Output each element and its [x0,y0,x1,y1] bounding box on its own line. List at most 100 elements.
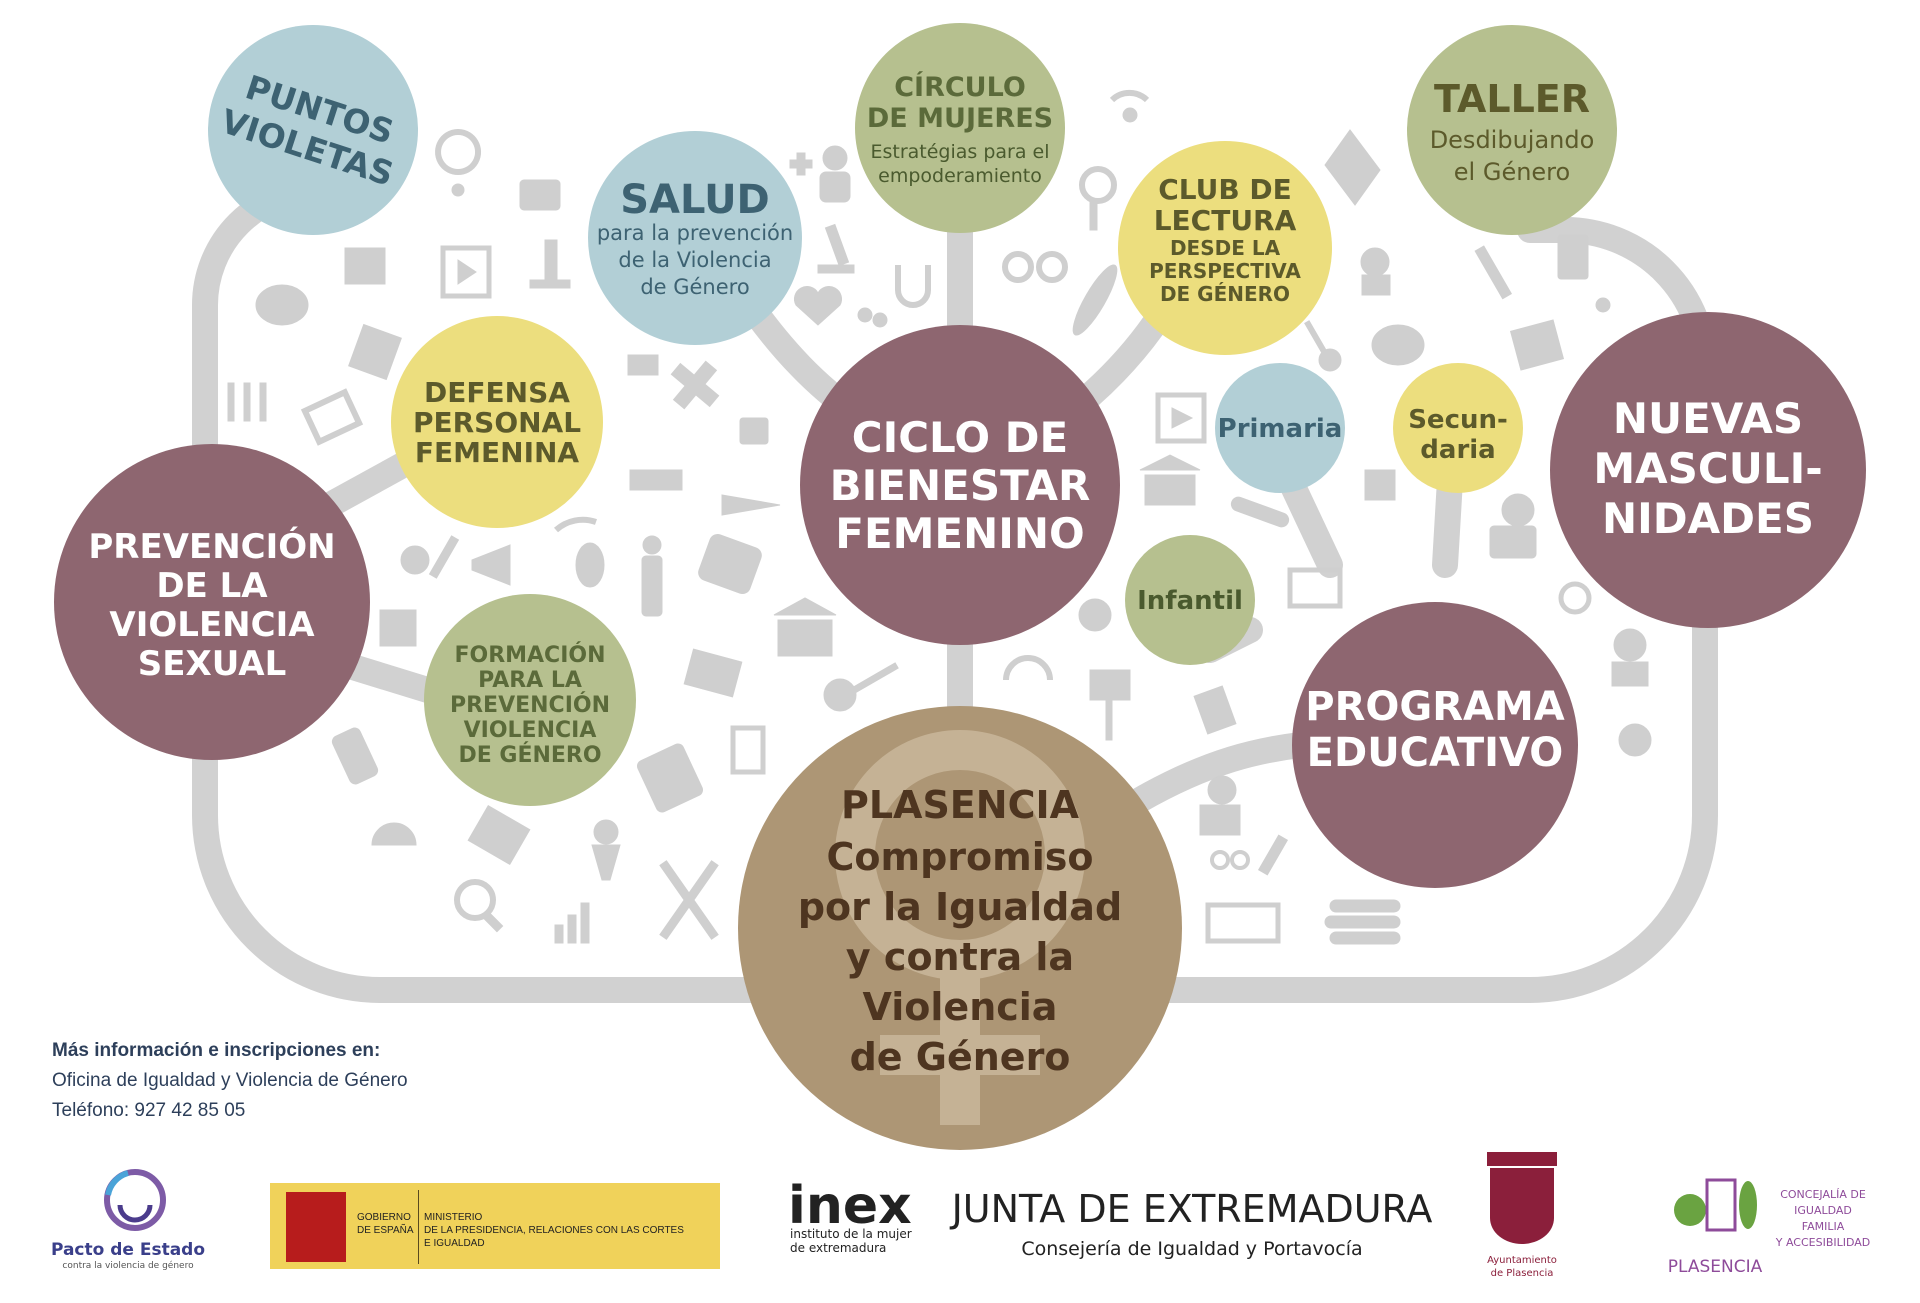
venus-symbol-icon [835,730,1085,1125]
guitar-icon [823,662,899,712]
logo-inex: inex instituto de la mujer de extremadur… [788,1176,912,1255]
paperclip-icon [1230,496,1290,528]
clock-icon [1558,581,1592,615]
heart-icon [793,285,843,326]
svg-text:Primaria: Primaria [1218,414,1343,444]
computer-user-icon [1489,493,1537,559]
megaphone-icon [471,544,511,586]
palette-icon [1371,324,1425,366]
svg-text:instituto de la mujer: instituto de la mujer [790,1227,912,1241]
magnifier-icon [1079,166,1117,231]
ticket-icon [467,804,531,866]
computer-icon [683,648,743,698]
svg-text:contra la violencia de género: contra la violencia de género [62,1260,194,1271]
museum-icon [1139,454,1201,506]
first-aid-kit-icon [519,179,561,211]
spray-bottle-icon [331,727,379,785]
circle-infantil: Infantil [1125,535,1255,665]
glasses-icon [1002,251,1068,283]
classroom-icon [1205,902,1281,944]
svg-text:SALUD: SALUD [620,177,770,223]
chat-bubble-icon [255,284,309,326]
stethoscope-icon [895,265,931,308]
contact-heading: Más información e inscripciones en: [52,1040,381,1061]
circle-secundaria: Secun-daria [1393,363,1523,493]
bar-chart-icon [554,902,590,944]
devices-icon [1193,685,1237,735]
logo-pacto-de-estado: Pacto de Estado contra la violencia de g… [51,1169,205,1271]
bed-icon [629,469,683,491]
easel-icon [1089,669,1131,741]
pencil-icon [1474,245,1513,300]
logout-icon [730,725,766,775]
monument-icon [773,597,837,657]
svg-text:PLASENCIA: PLASENCIA [1668,1257,1763,1277]
location-pin-icon [435,129,481,197]
circle-puntos-violetas: PUNTOSVIOLETAS [208,25,418,235]
torch-icon [591,819,621,881]
paint-palette-icon [1078,598,1112,632]
writing-hand-icon [1509,319,1565,371]
calculator-icon [636,743,704,813]
glasses-small-icon [1210,850,1250,870]
book-icon [348,323,402,381]
svg-text:de extremadura: de extremadura [790,1241,886,1255]
svg-text:Pacto de Estado: Pacto de Estado [51,1240,205,1260]
puzzle-icon [379,609,417,647]
circle-primaria: Primaria [1215,363,1345,493]
feathers-icon [1072,264,1118,336]
guitar-small-icon [1304,320,1342,372]
graduate-icon [1611,628,1649,687]
microscope-small-icon [817,223,855,274]
airplane-icon [721,494,781,516]
lightbulb-icon [1618,723,1652,757]
svg-text:TALLER: TALLER [1434,77,1590,121]
tea-kettle-icon [400,545,430,575]
tablet-icon [1557,234,1589,280]
equalizer-icon [227,382,267,422]
svg-text:JUNTA DE EXTREMADURA: JUNTA DE EXTREMADURA [950,1187,1433,1231]
laptop-icon [300,388,364,446]
svg-text:Secun-daria: Secun-daria [1408,405,1508,465]
film-strip-icon [1155,392,1207,444]
decorative-icons [227,89,1652,945]
headphones-icon [1003,655,1053,681]
chair-icon [1364,469,1396,501]
film-icon [440,245,492,299]
microscope-icon [529,239,571,289]
map-pin-small-icon [1595,297,1611,313]
bust-icon [1360,247,1391,296]
helmet-icon [371,822,417,846]
contact-info: Más información e inscripciones en: Ofic… [52,1036,408,1126]
open-book-icon [1324,129,1381,206]
pen-icon [428,535,460,579]
contact-phone: Teléfono: 927 42 85 05 [52,1100,246,1121]
contact-office: Oficina de Igualdad y Violencia de Géner… [52,1070,408,1091]
logo-junta-extremadura: JUNTA DE EXTREMADURA Consejería de Igual… [950,1187,1433,1260]
